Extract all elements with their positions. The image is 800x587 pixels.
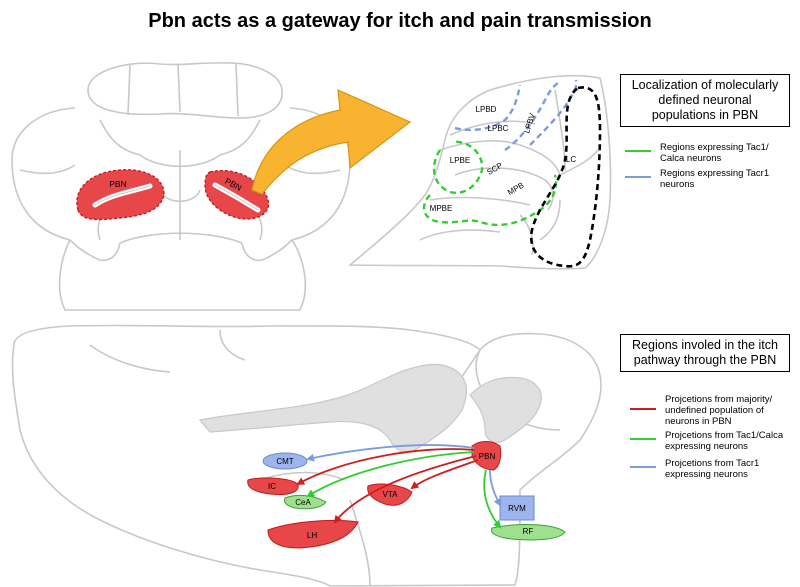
top-legend-item-blue-line-2: neurons [660,179,695,190]
subregion-lpbc: LPBC [488,124,509,133]
top-legend-title-line-2: defined neuronal [658,93,752,107]
projection-red-lh [333,455,477,524]
region-pbn-shape [471,441,502,471]
bottom-legend-swatch-red [630,408,656,410]
projection-green-cea [306,451,475,498]
region-lh-label: LH [307,531,317,540]
bottom-legend-item-blue-line-2: expressing neurons [665,469,748,480]
top-legend-item-green: Regions expressing Tac1/ Calca neurons [660,142,769,164]
bottom-legend-item-green-line-2: expressing neurons [665,441,748,452]
bottom-legend-swatch-green [630,438,656,440]
bottom-legend-item-green: Projcetions from Tac1/Calca expressing n… [665,430,783,452]
region-cea-label: CeA [295,498,311,507]
region-ic-label: IC [268,482,276,491]
top-legend-swatch-green [625,150,651,152]
top-legend-title-box: Localization of molecularly defined neur… [620,74,790,127]
projection-blue-rvm [489,469,501,507]
coronal-brain-section [11,62,351,311]
top-legend-title-line-3: populations in PBN [651,108,759,122]
subregion-lpbd: LPBD [476,105,497,114]
green-projections [306,451,502,529]
region-ic-shape [247,477,299,495]
bottom-legend-title-line-2: pathway through the PBN [633,353,777,367]
zoom-arrow [251,89,412,195]
sagittal-brain-outline [11,324,602,587]
bottom-legend-item-blue: Projcetions from Tacr1 expressing neuron… [665,458,759,480]
figure-title: Pbn acts as a gateway for itch and pain … [148,10,652,32]
ventricle-region [198,363,467,453]
top-legend-swatch-blue [625,176,651,178]
bottom-legend-item-red: Projcetions from majority/ undefined pop… [665,394,772,427]
top-legend-item-blue: Regions expressing Tacr1 neurons [660,168,769,190]
region-rf-shape [491,524,566,541]
projection-blue-cmt [306,444,475,462]
aqueduct-region [469,376,542,443]
subregion-lpbv: LPBV [522,111,537,134]
top-legend-title-line-1: Localization of molecularly [631,78,779,92]
subregion-lc: LC [566,155,576,164]
region-rvm-label: RVM [508,504,526,513]
top-legend-item-blue-line-1: Regions expressing Tacr1 [660,168,770,179]
region-cmt-label: CMT [276,457,293,466]
top-legend-item-green-line-2: Calca neurons [660,153,722,164]
bottom-legend-item-green-line-1: Projcetions from Tac1/Calca [665,430,784,441]
pbn-left-label: PBN [109,179,126,189]
region-rf-label: RF [523,527,534,536]
top-legend-item-green-line-1: Regions expressing Tac1/ [660,142,769,153]
region-rvm-shape [499,495,535,521]
subregion-mpbe: MPBE [430,204,453,213]
region-cea-shape [284,494,327,510]
bottom-legend-swatch-blue [630,466,656,468]
subregion-scp: SCP [485,161,504,177]
pbn-left-region [76,169,165,221]
red-projections [296,448,479,524]
projection-red-vta [410,459,479,490]
bottom-legend-item-red-line-3: neurons in PBN [665,416,732,427]
region-pbn-label: PBN [479,452,496,461]
bottom-legend-title-box: Regions involed in the itch pathway thro… [620,334,790,372]
subregion-mpb: MPB [506,181,526,197]
tacr1-regions [454,79,578,151]
projection-green-rf [483,469,502,529]
region-shapes [247,441,566,549]
region-lh-shape [267,519,359,549]
bottom-legend-item-red-line-2: undefined population of [665,405,764,416]
projection-red-ic [296,448,475,485]
tac1-calca-regions [422,140,558,227]
blue-projections [306,444,501,507]
subregion-lpbe: LPBE [450,156,470,165]
bottom-legend-item-blue-line-1: Projcetions from Tacr1 [665,458,760,469]
bottom-legend-title-line-1: Regions involed in the itch [632,338,778,352]
region-vta-label: VTA [383,490,399,499]
lc-region [529,86,602,268]
bottom-legend-item-red-line-1: Projcetions from majority/ [665,394,773,405]
